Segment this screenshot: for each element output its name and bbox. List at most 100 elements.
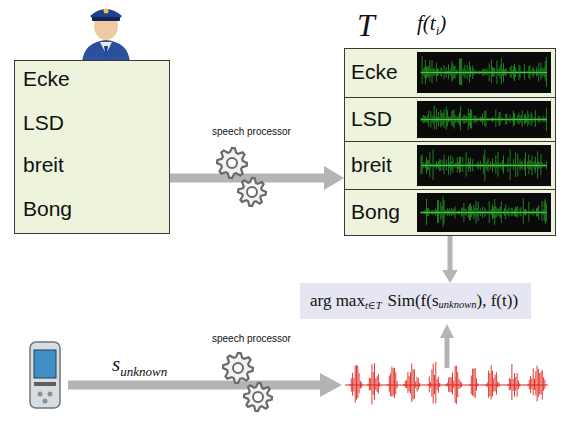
wave-stroke xyxy=(377,376,378,392)
wave-stroke xyxy=(436,108,437,129)
wave-stroke xyxy=(521,115,522,123)
signal-symbol: s xyxy=(112,352,120,376)
wave-stroke xyxy=(459,157,460,173)
wave-stroke xyxy=(483,155,484,174)
wave-stroke xyxy=(516,207,517,216)
formula-part: ) xyxy=(439,11,446,35)
wave-stroke xyxy=(541,372,542,395)
wave-stroke xyxy=(428,66,429,78)
wave-stroke xyxy=(467,65,468,79)
wave-stroke xyxy=(428,208,429,216)
feature-heading: f(ti) xyxy=(417,11,446,36)
wave-stroke xyxy=(471,206,472,217)
wave-stroke xyxy=(443,113,444,124)
wave-stroke xyxy=(503,155,504,173)
wave-baseline xyxy=(421,212,547,213)
wave-stroke xyxy=(438,69,439,76)
wave-stroke xyxy=(525,114,526,123)
wave-stroke xyxy=(461,58,462,85)
table-row: Ecke xyxy=(345,49,555,97)
wave-stroke xyxy=(509,207,510,216)
wave-stroke xyxy=(459,58,460,84)
wave-stroke xyxy=(497,381,498,387)
wave-stroke xyxy=(468,206,469,218)
wave-stroke xyxy=(472,369,473,396)
wave-stroke xyxy=(544,380,545,389)
wave-stroke xyxy=(397,381,398,388)
wave-stroke xyxy=(529,160,530,169)
wave-stroke xyxy=(540,154,541,175)
template-table: Tf(ti)EckeLSDbreitBong xyxy=(344,48,556,236)
wave-stroke xyxy=(510,379,511,390)
keyword: LSD xyxy=(23,111,64,135)
wave-stroke xyxy=(485,210,486,215)
wave-stroke xyxy=(391,367,392,397)
wave-stroke xyxy=(537,366,538,402)
arrow-head xyxy=(440,324,454,338)
wave-stroke xyxy=(410,372,411,393)
wave-stroke xyxy=(427,160,428,171)
keyword: breit xyxy=(23,153,64,177)
gear xyxy=(223,353,253,383)
wave-baseline xyxy=(345,385,548,386)
wave-stroke xyxy=(492,67,493,77)
keyword: Bong xyxy=(23,197,72,221)
wave-stroke xyxy=(405,381,406,388)
wave-stroke xyxy=(482,113,483,124)
wave-stroke xyxy=(451,61,452,82)
wave-stroke xyxy=(451,208,452,216)
wave-stroke xyxy=(436,63,437,82)
wave-stroke xyxy=(500,112,501,125)
wave-stroke xyxy=(488,158,489,172)
wave-stroke xyxy=(522,110,523,126)
wave-stroke xyxy=(517,206,518,217)
wave-stroke xyxy=(455,115,456,123)
arrow-shaft xyxy=(170,174,326,183)
waveform-ground xyxy=(417,101,551,138)
wave-stroke xyxy=(473,69,474,76)
wave-stroke xyxy=(487,69,488,76)
wave-stroke xyxy=(429,152,430,177)
wave-stroke xyxy=(495,375,496,392)
wave-stroke xyxy=(530,376,531,393)
wave-stroke xyxy=(427,115,428,123)
wave-stroke xyxy=(525,152,526,175)
formula-box: arg maxt∈TSim(f(sunknown), f(t)) xyxy=(300,283,531,319)
wave-stroke xyxy=(423,115,424,123)
flow-arrow xyxy=(442,236,458,283)
wave-stroke xyxy=(494,199,495,225)
wave-stroke xyxy=(452,373,453,395)
wave-stroke xyxy=(475,368,476,398)
wave-stroke xyxy=(444,200,445,223)
wave-stroke xyxy=(515,377,516,391)
wave-stroke xyxy=(517,154,518,177)
wave-stroke xyxy=(533,368,534,395)
wave-stroke xyxy=(431,369,432,397)
wave-stroke xyxy=(521,162,522,169)
wave-stroke xyxy=(504,208,505,216)
wave-stroke xyxy=(507,157,508,172)
wave-stroke xyxy=(510,115,511,123)
wave-stroke xyxy=(433,149,434,180)
wave-stroke xyxy=(518,113,519,125)
unknown-waveform xyxy=(345,362,548,405)
wave-stroke xyxy=(448,64,449,79)
wave-stroke xyxy=(546,57,547,87)
subscript: unknown xyxy=(120,364,167,379)
wave-stroke xyxy=(545,199,546,224)
wave-stroke xyxy=(359,373,360,393)
wave-stroke xyxy=(450,68,451,75)
wave-stroke xyxy=(542,162,543,168)
wave-stroke xyxy=(536,67,537,76)
wave-stroke xyxy=(527,111,528,127)
table-row: breit xyxy=(345,141,555,189)
wave-stroke xyxy=(470,109,471,128)
wave-stroke xyxy=(468,158,469,172)
wave-stroke xyxy=(443,160,444,171)
gear xyxy=(238,178,266,206)
wave-stroke xyxy=(418,378,419,390)
wave-stroke xyxy=(534,379,535,390)
arrow-head xyxy=(442,270,458,283)
wave-stroke xyxy=(485,110,486,127)
wave-stroke xyxy=(520,66,521,78)
